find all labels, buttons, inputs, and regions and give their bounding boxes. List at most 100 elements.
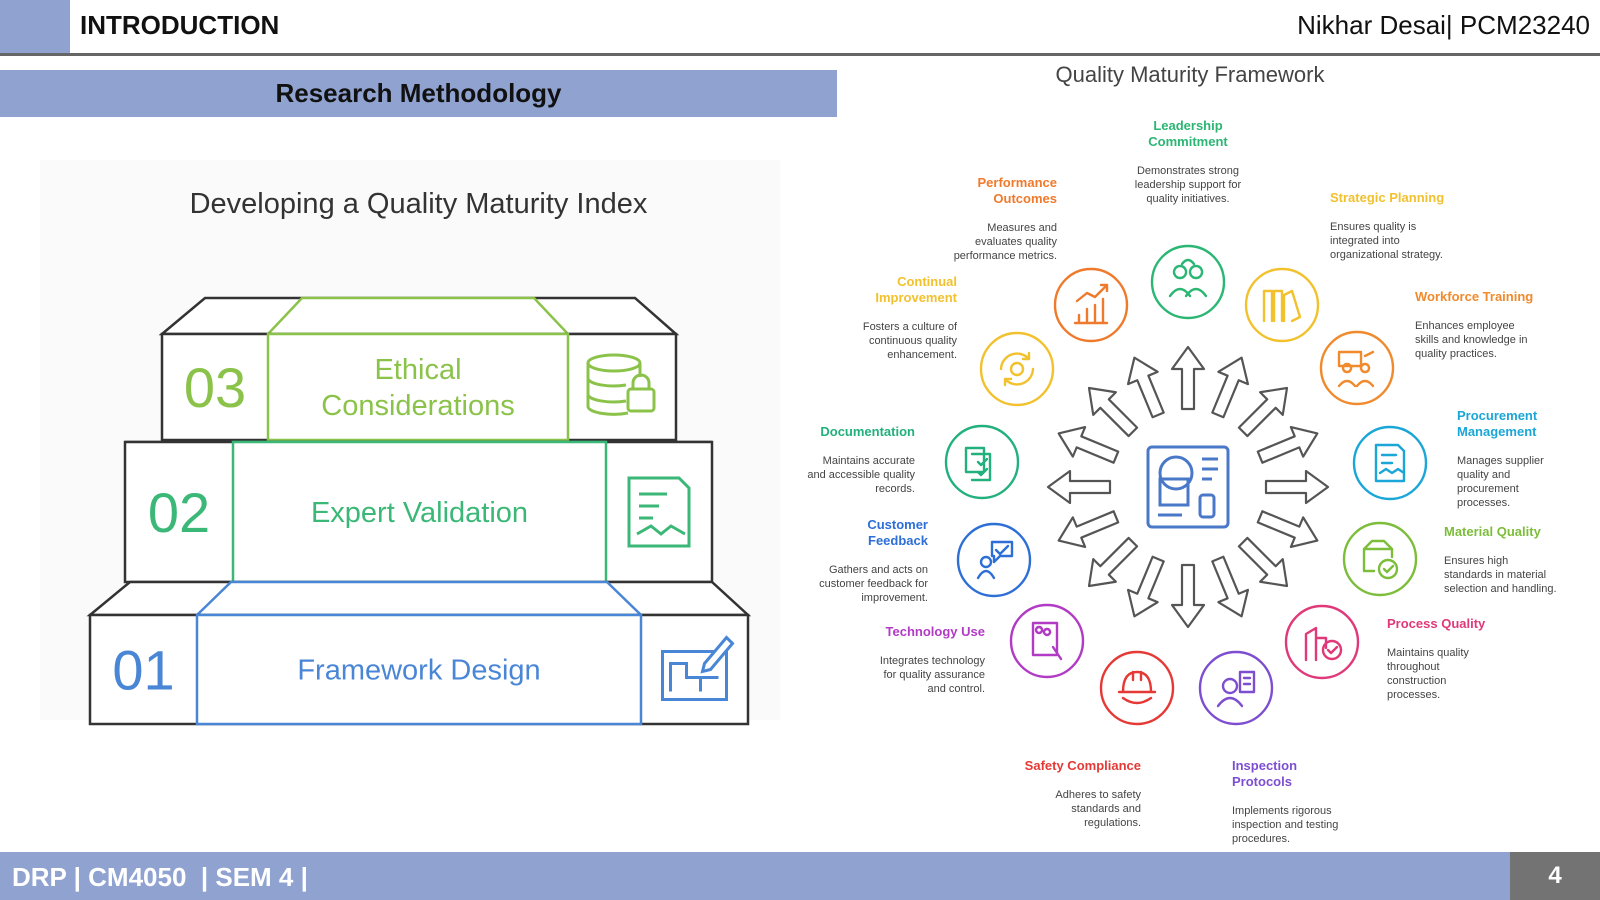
item-description: inspection and testing [1232,819,1338,831]
item-description: Adheres to safety [1055,789,1141,801]
icon-part [1216,670,1256,708]
icon-part [1009,361,1025,377]
arrow-shape [1237,536,1289,588]
inspector-icon [1216,670,1256,708]
cycle-gear-icon [999,351,1035,387]
icon-part [1158,477,1190,507]
item-description: Maintains accurate [823,455,915,467]
item-description: processes. [1387,689,1440,701]
icon-part [1158,457,1218,517]
icon-part [964,446,992,482]
arrow-icon [1057,425,1120,464]
item-title: Continual [897,274,957,289]
header-divider [0,53,1600,56]
icon-part [1362,539,1394,573]
icon-part [661,650,728,701]
item-description: Gathers and acts on [829,564,928,576]
item-description: Manages supplier [1457,455,1544,467]
training-icon [1337,350,1375,388]
arrow-icon [1046,469,1112,505]
item-circle [1099,650,1175,726]
item-circle [1009,603,1085,679]
header-accent [0,0,70,53]
process-check-icon [1304,626,1343,662]
arrow-icon [1170,563,1206,629]
icon-part [1374,443,1406,483]
icon-part [627,476,691,548]
framework-title: Quality Maturity Framework [1055,62,1325,87]
item-title: Material Quality [1444,524,1542,539]
arrow-icon [1256,510,1319,549]
item-title: Strategic Planning [1330,190,1444,205]
contract-icon [1374,443,1406,483]
item-description: regulations. [1084,817,1141,829]
icon-part [631,373,651,389]
arrow-icon [1211,555,1250,618]
item-description: records. [875,483,915,495]
icon-part [1377,558,1399,580]
arrow-shape [1087,536,1139,588]
step-number: 02 [148,481,210,544]
item-description: construction [1387,675,1446,687]
item-description: continuous quality [869,335,958,347]
arrow-shape [1170,345,1206,411]
item-description: improvement. [861,592,928,604]
item-description: and accessible quality [807,469,915,481]
icon-part [1158,455,1194,491]
item-description: and control. [928,683,985,695]
item-title: Commitment [1148,134,1228,149]
item-description: Ensures quality is [1330,221,1417,233]
arrow-shape [1046,469,1112,505]
item-description: organizational strategy. [1330,249,1443,261]
arrow-icon [1087,386,1139,438]
growth-chart-icon [1073,283,1109,325]
item-description: skills and knowledge in [1415,334,1528,346]
arrow-shape [1211,356,1250,419]
step-number: 01 [112,639,174,702]
step-number: 03 [184,356,246,419]
step-label: Expert Validation [311,497,528,529]
footer-bar: DRP | CM4050 | SEM 4 | [0,852,1510,900]
diagram-title: Developing a Quality Maturity Index [189,188,648,220]
item-circle [979,331,1055,407]
icon-part [1168,258,1208,298]
item-description: quality initiatives. [1146,193,1229,205]
icon-part [626,387,656,413]
author-info: Nikhar Desai| PCM23240 [1297,10,1590,40]
icon-part [1326,645,1339,655]
item-title: Technology Use [886,624,985,639]
item-description: quality and [1457,469,1510,481]
icon-part [1031,621,1063,661]
item-description: Implements rigorous [1232,805,1332,817]
icon-part [1073,283,1109,325]
icon-part [999,351,1035,387]
item-description: leadership support for [1135,179,1242,191]
item-description: Fosters a culture of [863,321,958,333]
item-description: Integrates technology [880,655,986,667]
icon-part [1382,564,1395,574]
step-label: Framework Design [297,655,540,687]
icon-part [1337,350,1375,388]
item-description: procedures. [1232,833,1290,845]
arrow-shape [1211,555,1250,618]
step-center-panel [195,613,643,726]
arrow-shape [1256,510,1319,549]
item-circle [944,424,1020,500]
item-description: throughout [1387,661,1440,673]
icon-part [700,635,735,674]
item-description: procurement [1457,483,1519,495]
subtitle-band: Research Methodology [0,70,837,117]
feedback-icon [976,540,1014,580]
step-center-panel [231,440,608,584]
item-description: standards and [1071,803,1141,815]
footer-label: DRP | CM4050 | SEM 4 | [12,862,308,892]
item-title: Procurement [1457,408,1538,423]
